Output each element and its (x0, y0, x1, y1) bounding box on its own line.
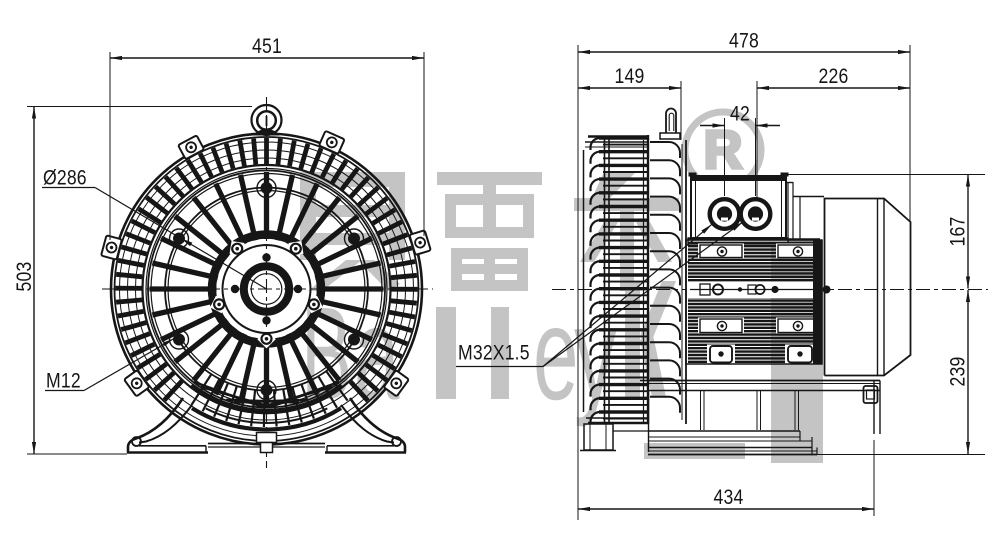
svg-text:149: 149 (615, 64, 645, 88)
svg-text:42: 42 (730, 102, 750, 126)
svg-text:434: 434 (714, 485, 744, 509)
svg-text:R: R (704, 120, 743, 180)
svg-text:e: e (533, 281, 579, 428)
svg-text:503: 503 (12, 262, 36, 292)
svg-text:M12: M12 (46, 369, 81, 393)
svg-text:478: 478 (729, 29, 759, 53)
svg-text:Ø286: Ø286 (43, 166, 87, 190)
svg-text:167: 167 (946, 217, 970, 247)
svg-text:226: 226 (819, 64, 849, 88)
svg-text:451: 451 (252, 34, 282, 58)
svg-text:239: 239 (946, 357, 970, 387)
svg-text:M32X1.5: M32X1.5 (458, 341, 530, 365)
